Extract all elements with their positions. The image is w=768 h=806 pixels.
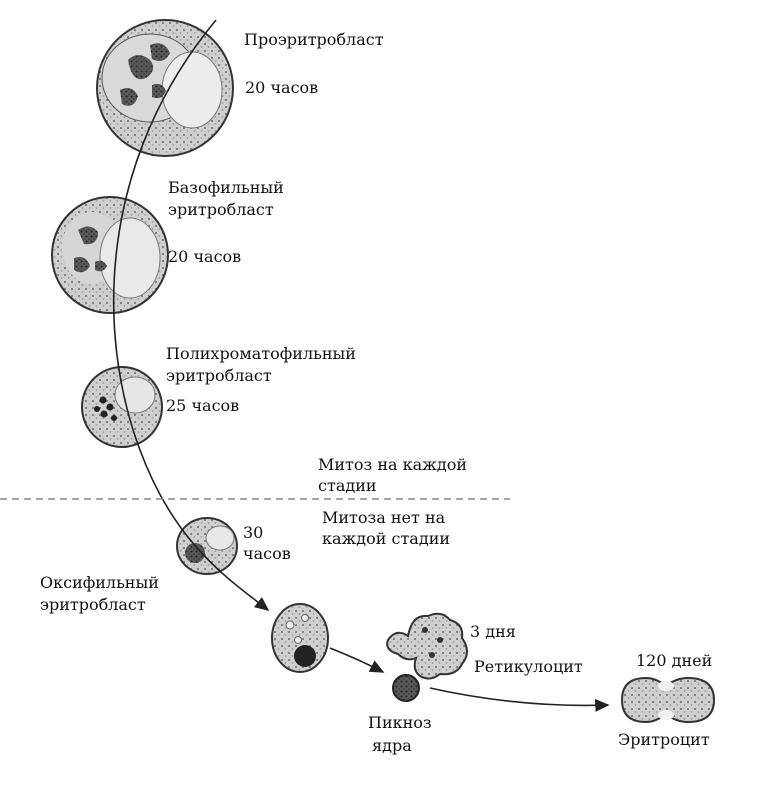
oxyphilic-label-line1: Оксифильный (40, 573, 159, 592)
basophilic-time: 20 часов (168, 247, 241, 266)
polychromatophilic-label-line2: эритробласт (166, 366, 272, 385)
pyknosis-label-line2: ядра (372, 736, 412, 755)
polychromatophilic-erythroblast-cell (81, 366, 163, 448)
basophilic-label-line1: Базофильный (168, 178, 284, 197)
oxyphilic-time-line1: 30 (243, 523, 263, 542)
mitosis-no-line2: каждой стадии (322, 529, 450, 548)
oxyphilic-time-line2: часов (243, 544, 291, 563)
mitosis-no-line1: Митоза нет на (322, 508, 446, 527)
reticulocyte-time: 3 дня (470, 622, 516, 641)
to-erythrocyte-arrow (429, 687, 610, 712)
erythrocyte-time: 120 дней (636, 651, 712, 670)
erythrocyte-label: Эритроцит (618, 730, 710, 749)
basophilic-label-line2: эритробласт (168, 200, 274, 219)
mitosis-yes-line2: стадии (318, 476, 377, 495)
extrusion-arrow (329, 647, 385, 673)
polychromatophilic-label-line1: Полихроматофильный (166, 344, 356, 363)
mitosis-yes-line1: Митоз на каждой (318, 455, 467, 474)
basophilic-erythroblast-cell (51, 196, 169, 314)
proerythroblast-cell (96, 19, 234, 157)
oxyphilic-erythroblast-cell (176, 517, 238, 575)
polychromatophilic-time: 25 часов (166, 396, 239, 415)
reticulocyte-label: Ретикулоцит (474, 657, 583, 676)
proerythroblast-label: Проэритробласт (244, 30, 384, 49)
pyknosis-label-line1: Пикноз (368, 713, 432, 732)
maturation-pathway-arrow (112, 19, 270, 611)
pyknotic-nucleus (392, 674, 420, 702)
erythrocyte-cell (620, 676, 716, 724)
reticulocyte-cell (386, 612, 468, 680)
oxyphilic-label-line2: эритробласт (40, 595, 146, 614)
nucleus-extrusion-cell (271, 603, 329, 673)
proerythroblast-time: 20 часов (245, 78, 318, 97)
